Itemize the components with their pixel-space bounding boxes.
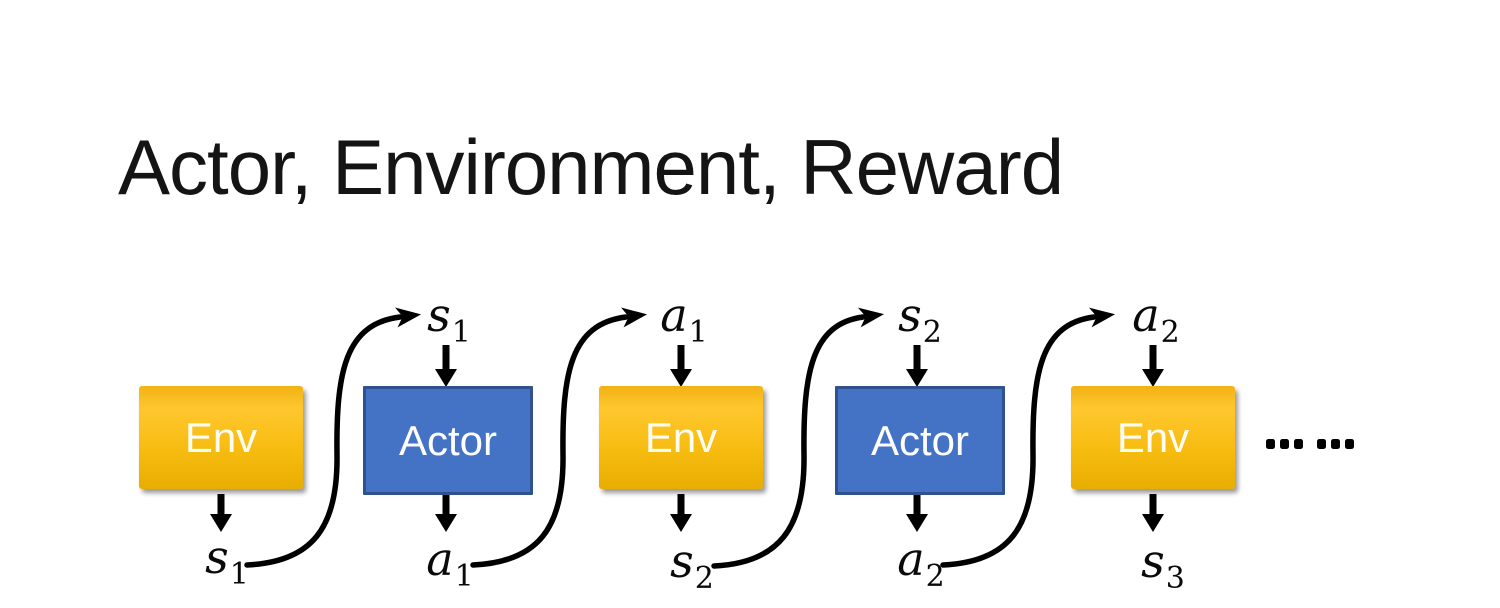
bottom-label-a1-sub: 1: [454, 559, 474, 594]
actor-box-2: Actor: [835, 386, 1005, 495]
bottom-label-s2: s2: [642, 538, 742, 594]
env-box-1-label: Env: [184, 413, 258, 461]
bottom-label-a1: a1: [400, 536, 500, 592]
curved-arrow-s2-to-s2: [711, 307, 885, 569]
top-label-a2-sub: 2: [1160, 315, 1180, 350]
top-label-a1-sub: 1: [688, 315, 708, 350]
curved-arrow-a2-to-a2: [940, 307, 1116, 568]
down-arrow-out-env3: [1142, 494, 1164, 532]
actor-box-1: Actor: [363, 386, 533, 495]
dot-icon: [1331, 439, 1340, 449]
bottom-label-s3: s3: [1113, 538, 1213, 594]
curved-arrow-s1-to-s1: [244, 307, 422, 568]
top-label-s2: s2: [870, 292, 970, 348]
bottom-label-s3-var: s: [1141, 534, 1165, 588]
top-label-a2: a2: [1106, 292, 1206, 348]
down-arrow-out-env2: [670, 494, 692, 532]
down-arrow-into-actor2: [906, 345, 928, 387]
top-label-a2-var: a: [1132, 288, 1160, 342]
dot-icon: [1317, 439, 1326, 449]
env-box-2: Env: [599, 386, 763, 489]
bottom-label-s1-sub: 1: [229, 557, 249, 592]
actor-box-2-label: Actor: [870, 416, 970, 464]
down-arrow-out-env1: [210, 494, 232, 532]
top-label-a1: a1: [634, 292, 734, 348]
bottom-label-a2: a2: [871, 536, 971, 592]
dot-icon: [1294, 439, 1303, 449]
continuation-dots: [1266, 439, 1354, 449]
bottom-label-a2-sub: 2: [925, 559, 945, 594]
top-label-s1: s1: [399, 292, 499, 348]
dot-icon: [1266, 439, 1275, 449]
dot-icon: [1345, 439, 1354, 449]
slide-title: Actor, Environment, Reward: [118, 123, 1064, 211]
down-arrow-into-env3: [1142, 345, 1164, 387]
top-label-s1-sub: 1: [451, 315, 471, 350]
down-arrow-out-actor2: [906, 494, 928, 532]
bottom-label-s1: s1: [177, 534, 277, 590]
env-box-3-label: Env: [1116, 413, 1190, 461]
bottom-label-s3-sub: 3: [1165, 561, 1185, 596]
bottom-label-s1-var: s: [205, 530, 229, 584]
curved-arrow-a1-to-a1: [470, 307, 648, 568]
bottom-label-a1-var: a: [426, 532, 454, 586]
env-box-2-label: Env: [644, 413, 718, 461]
bottom-label-s2-var: s: [670, 534, 694, 588]
env-box-1: Env: [139, 386, 303, 489]
down-arrow-out-actor1: [435, 494, 457, 532]
top-label-s1-var: s: [427, 288, 451, 342]
down-arrow-into-env2: [670, 345, 692, 387]
top-label-a1-var: a: [660, 288, 688, 342]
bottom-label-a2-var: a: [897, 532, 925, 586]
bottom-label-s2-sub: 2: [694, 561, 714, 596]
env-box-3: Env: [1071, 386, 1235, 489]
top-label-s2-var: s: [898, 288, 922, 342]
actor-box-1-label: Actor: [398, 416, 498, 464]
dot-icon: [1280, 439, 1289, 449]
down-arrow-into-actor1: [435, 345, 457, 387]
top-label-s2-sub: 2: [922, 315, 942, 350]
